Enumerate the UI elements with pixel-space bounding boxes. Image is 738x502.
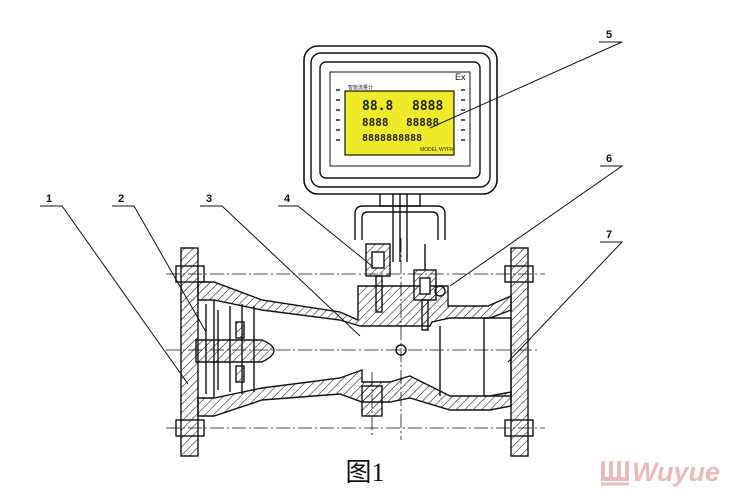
sensor-fitting (434, 285, 446, 297)
pipe-lower-wall (197, 369, 512, 417)
lcd-screen (344, 90, 455, 156)
swirl-generator (195, 304, 275, 394)
watermark: Wuyue (600, 452, 720, 492)
display-neck (354, 194, 446, 262)
figure-caption: 图1 (345, 458, 385, 487)
callout-1: 1 (46, 193, 52, 205)
lcd-row1-left: 88.8 (362, 99, 393, 114)
callout-2: 2 (118, 193, 124, 205)
callout-7: 7 (606, 229, 612, 241)
callout-3: 3 (206, 193, 212, 205)
lcd-row2-left: 8888 (362, 116, 389, 129)
watermark-text: Wuyue (632, 456, 721, 487)
pipe-upper-wall (197, 281, 512, 327)
lcd-row3: 8888888888 (362, 133, 422, 144)
outlet-straight-section (483, 317, 512, 397)
explosion-proof-badge: Ex (455, 72, 466, 82)
lcd-row1-right: 8888 (412, 99, 443, 114)
center-lines (166, 238, 545, 440)
lcd-footer: MODEL WYFM (420, 147, 454, 153)
callout-5: 5 (606, 29, 612, 41)
callout-4: 4 (284, 193, 291, 205)
callout-leaders (40, 41, 624, 385)
lcd-header: 智能流量计 (348, 84, 373, 91)
temperature-sensor (413, 244, 437, 331)
callout-6: 6 (606, 153, 612, 165)
lcd-row2-right: 88888 (406, 116, 439, 129)
wuyue-logo-icon (601, 461, 629, 486)
pressure-sensor (365, 243, 391, 313)
outlet-flange (504, 247, 534, 457)
